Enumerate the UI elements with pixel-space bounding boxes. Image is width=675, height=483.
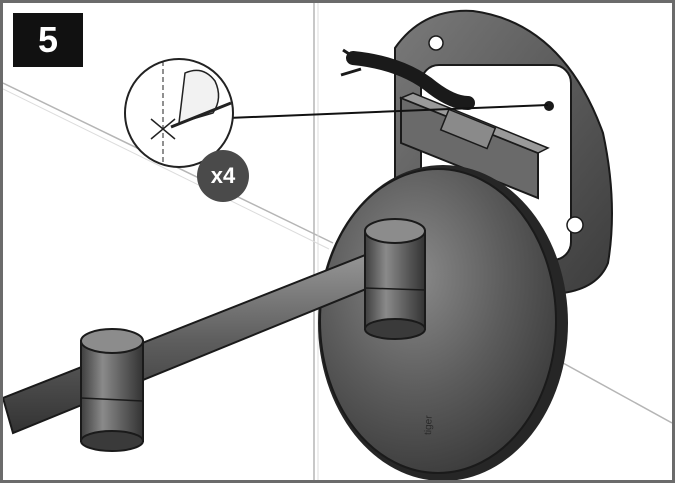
pencil-icon [170, 101, 232, 129]
power-cable [340, 48, 475, 110]
swing-arm [3, 218, 426, 452]
mark-cross-2 [150, 118, 176, 140]
screw-hole-top-left [428, 35, 444, 51]
mirror-back-disc: tiger [318, 165, 568, 480]
wall-tile-lines-inner [3, 3, 330, 480]
brand-logo: tiger [423, 415, 435, 435]
screw-hole-right [544, 101, 554, 111]
arm-joint-rear [364, 230, 426, 330]
screw-hole-bottom-right [566, 216, 584, 234]
step-number-badge: 5 [13, 13, 83, 67]
assembly-illustration: tiger [3, 3, 672, 480]
callout-pointer-line [227, 104, 549, 119]
detail-callout [124, 58, 234, 168]
mounting-bracket [399, 92, 550, 200]
arm-joint-front [80, 340, 144, 442]
tile-joint-diagonal-right [562, 362, 672, 424]
repeat-count-badge: x4 [197, 150, 249, 202]
